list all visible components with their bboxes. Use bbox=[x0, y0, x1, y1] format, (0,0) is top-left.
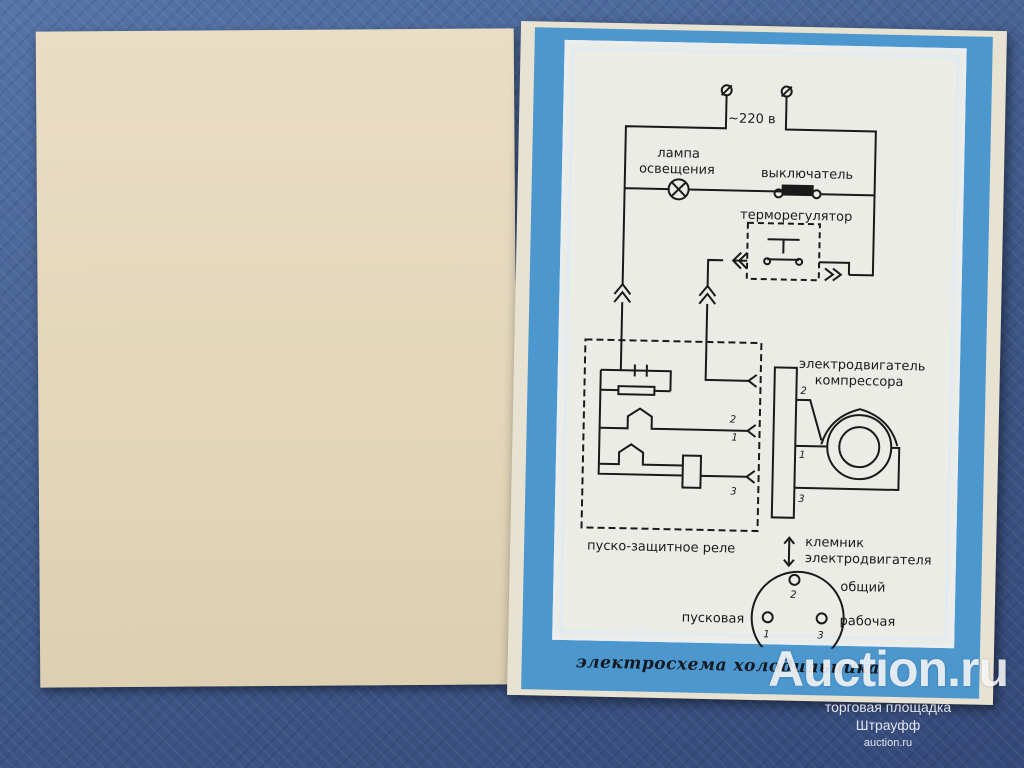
motor-label-1: электродвигатель bbox=[799, 357, 926, 375]
voltage-label: ~220 в bbox=[728, 111, 776, 127]
watermark-logo: Auction.ru bbox=[768, 641, 1009, 697]
diagram-frame: ~220 в лампа освещения выключатель термо… bbox=[552, 39, 967, 652]
relay-pin-1: 1 bbox=[731, 432, 738, 443]
switch-label: выключатель bbox=[761, 166, 854, 183]
blue-page-border: ~220 в лампа освещения выключатель термо… bbox=[521, 27, 993, 699]
terminal-label-2: электродвигателя bbox=[805, 551, 932, 569]
terminal-pin-3: 3 bbox=[817, 630, 824, 641]
lamp-label-2: освещения bbox=[639, 161, 715, 178]
terminal-pin-2: 2 bbox=[790, 590, 797, 601]
motor-pin-2: 2 bbox=[800, 386, 807, 397]
watermark-line2: Штрауфф bbox=[855, 717, 921, 733]
left-page-blank bbox=[35, 28, 519, 688]
watermark-line3: auction.ru bbox=[863, 737, 913, 749]
motor-pin-1: 1 bbox=[799, 450, 806, 461]
wiring-diagram: ~220 в лампа освещения выключатель термо… bbox=[580, 84, 932, 652]
thermo-label: терморегулятор bbox=[740, 208, 853, 225]
auction-watermark: Auction.ru торговая площадка Штрауфф auc… bbox=[768, 640, 1009, 752]
pin-work-label: рабочая bbox=[839, 614, 895, 630]
terminal-pin-1: 1 bbox=[763, 629, 770, 640]
pin-common-label: общий bbox=[840, 580, 885, 596]
lamp-label-1: лампа bbox=[657, 146, 700, 162]
motor-pin-3: 3 bbox=[798, 494, 805, 505]
relay-label: пуско-защитное реле bbox=[587, 538, 735, 556]
watermark-line1: торговая площадка bbox=[824, 699, 952, 715]
motor-label-2: компрессора bbox=[814, 373, 903, 390]
pin-start-label: пусковая bbox=[681, 610, 744, 626]
terminal-label-1: клемник bbox=[805, 535, 864, 551]
relay-pin-2: 2 bbox=[730, 414, 737, 425]
relay-pin-3: 3 bbox=[730, 486, 737, 497]
right-page: ~220 в лампа освещения выключатель термо… bbox=[506, 20, 1008, 706]
